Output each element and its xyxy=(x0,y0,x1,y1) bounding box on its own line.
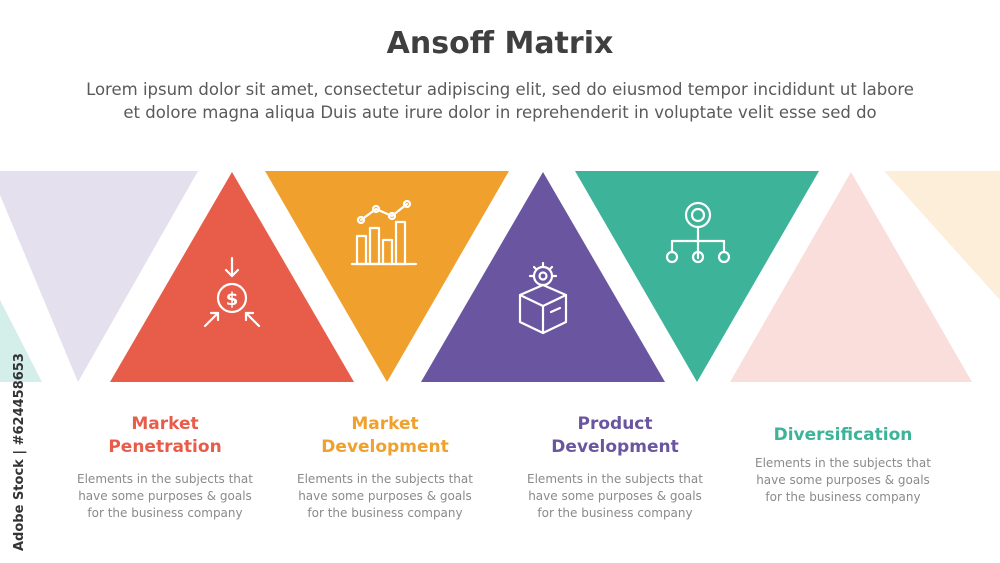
item-label: Diversification xyxy=(738,424,948,447)
item-description: Elements in the subjects that have some … xyxy=(280,471,490,522)
subtitle-line-1: Lorem ipsum dolor sit amet, consectetur … xyxy=(86,80,914,99)
growth-bar-chart-icon xyxy=(350,199,418,266)
desc-line-1: Elements in the subjects that xyxy=(77,472,253,486)
item-description: Elements in the subjects that have some … xyxy=(60,471,270,522)
desc-line-3: for the business company xyxy=(87,506,243,520)
item-label-line-2: Penetration xyxy=(108,437,222,457)
desc-line-2: have some purposes & goals xyxy=(298,489,472,503)
faded-triangle-left xyxy=(0,171,198,382)
desc-line-1: Elements in the subjects that xyxy=(755,456,931,470)
faded-triangle-right-orange xyxy=(884,171,1000,300)
box-gear-icon xyxy=(518,261,568,335)
hierarchy-network-icon xyxy=(665,201,731,264)
item-diversification: Diversification Elements in the subjects… xyxy=(738,424,948,506)
item-label: Market Penetration xyxy=(60,413,270,459)
item-description: Elements in the subjects that have some … xyxy=(738,455,948,506)
desc-line-1: Elements in the subjects that xyxy=(527,472,703,486)
desc-line-3: for the business company xyxy=(765,490,921,504)
desc-line-2: have some purposes & goals xyxy=(756,473,930,487)
desc-line-2: have some purposes & goals xyxy=(528,489,702,503)
subtitle: Lorem ipsum dolor sit amet, consectetur … xyxy=(40,78,960,124)
item-label-line-1: Market xyxy=(351,414,419,434)
faded-triangle-left-teal xyxy=(0,300,42,382)
desc-line-1: Elements in the subjects that xyxy=(297,472,473,486)
triangle-diversification xyxy=(575,171,819,382)
stock-watermark: Adobe Stock | #624458653 xyxy=(12,353,27,551)
item-description: Elements in the subjects that have some … xyxy=(510,471,720,522)
item-label-line-1: Diversification xyxy=(773,425,913,445)
item-market-development: Market Development Elements in the subje… xyxy=(280,413,490,522)
dollar-target-icon: $ xyxy=(203,256,261,328)
item-label-line-1: Market xyxy=(131,414,199,434)
item-product-development: Product Development Elements in the subj… xyxy=(510,413,720,522)
page-title: Ansoff Matrix xyxy=(386,26,614,61)
triangle-product-development xyxy=(421,172,665,382)
triangle-market-development xyxy=(265,171,509,382)
desc-line-2: have some purposes & goals xyxy=(78,489,252,503)
svg-text:$: $ xyxy=(226,289,239,310)
desc-line-3: for the business company xyxy=(537,506,693,520)
item-label: Market Development xyxy=(280,413,490,459)
item-label-line-2: Development xyxy=(321,437,449,457)
subtitle-line-2: et dolore magna aliqua Duis aute irure d… xyxy=(123,103,877,122)
item-market-penetration: Market Penetration Elements in the subje… xyxy=(60,413,270,522)
stock-watermark-text: Adobe Stock | #624458653 xyxy=(12,353,27,551)
item-label-line-1: Product xyxy=(577,414,653,434)
faded-triangle-right-pink xyxy=(730,172,972,382)
desc-line-3: for the business company xyxy=(307,506,463,520)
item-label-line-2: Development xyxy=(551,437,679,457)
item-label: Product Development xyxy=(510,413,720,459)
